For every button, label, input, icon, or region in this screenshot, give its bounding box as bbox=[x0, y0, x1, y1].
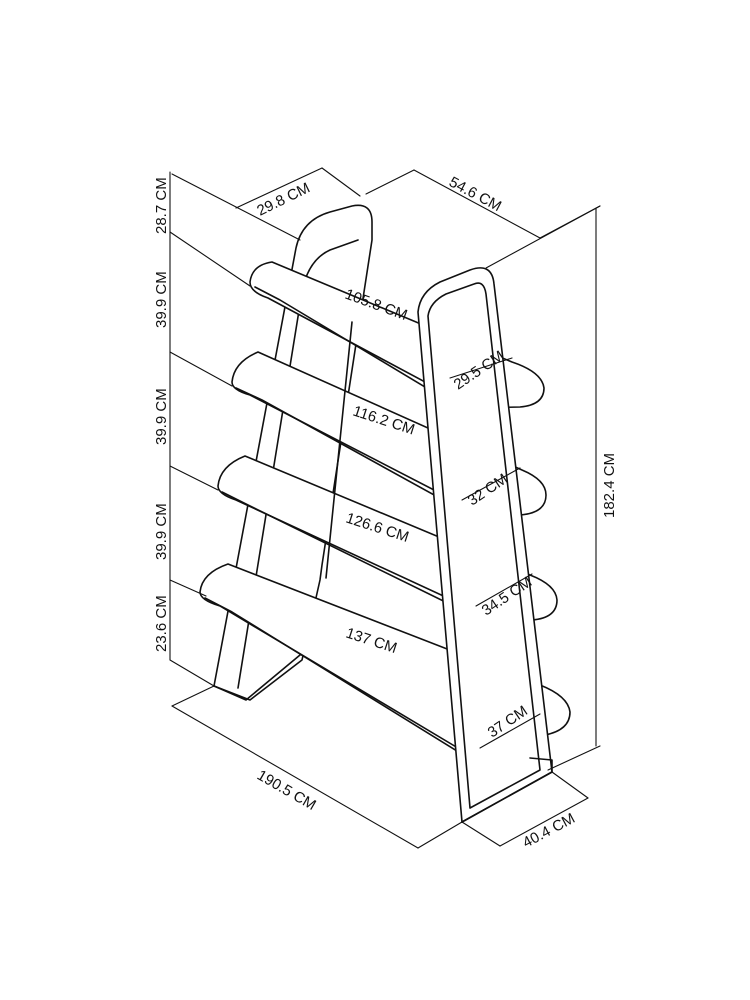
dim-gap-top-label: 28.7 CM bbox=[153, 177, 170, 234]
right-side-panel-inner bbox=[427, 282, 541, 809]
dim-gap-3-label: 39.9 CM bbox=[153, 503, 170, 560]
dim-gap-bottom-label: 23.6 CM bbox=[153, 595, 170, 652]
dim-top-width-label: 54.6 CM bbox=[446, 174, 504, 216]
rear-post bbox=[325, 321, 353, 579]
dim-base-width-label: 190.5 CM bbox=[254, 767, 319, 814]
dim-gap-2-label: 39.9 CM bbox=[153, 388, 170, 445]
right-side-panel bbox=[417, 267, 553, 823]
dim-top-width: 54.6 CM bbox=[365, 169, 601, 239]
dim-total-height: 182.4 CM bbox=[485, 205, 618, 771]
dim-left-stack: 28.7 CM 39.9 CM 39.9 CM 39.9 CM 23.6 CM bbox=[153, 171, 251, 687]
dim-gap-1-label: 39.9 CM bbox=[153, 271, 170, 328]
dim-total-height-label: 182.4 CM bbox=[601, 453, 618, 518]
right-panel-foot bbox=[461, 757, 553, 823]
